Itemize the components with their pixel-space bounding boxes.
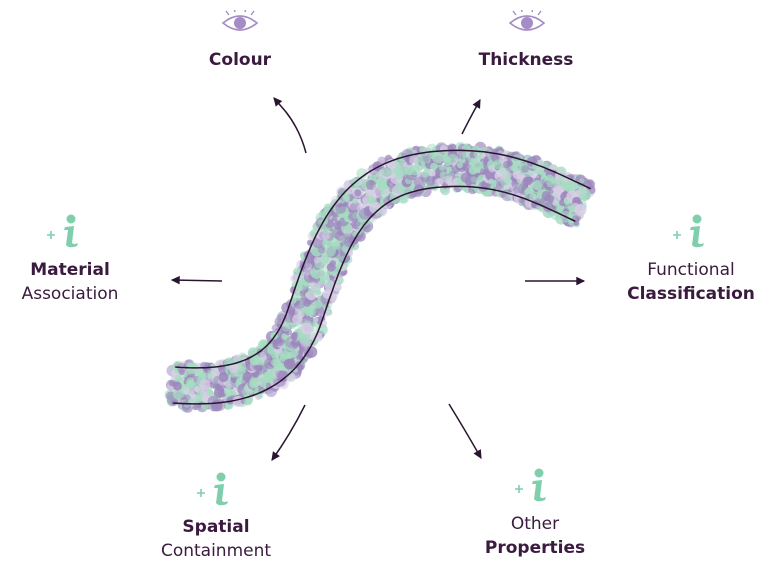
arrowhead [272, 452, 279, 460]
node-material-line2: Association [10, 282, 130, 306]
band-texture-dot [324, 203, 333, 212]
band-texture-dot [326, 280, 333, 287]
node-spatial-line1: Spatial [146, 515, 286, 539]
arrow-spatial [272, 405, 305, 460]
arrow-colour [274, 98, 306, 153]
band-texture-dot [532, 180, 542, 190]
band-texture-dot [338, 188, 346, 196]
band-texture-dot [352, 198, 358, 204]
band-texture-dot [274, 363, 282, 371]
node-other-properties-label: Other Properties [470, 512, 600, 560]
band-texture-dot [548, 189, 553, 194]
band-texture-dot [313, 317, 318, 322]
band-texture-dot [432, 152, 444, 164]
arrow-thickness [462, 100, 480, 134]
band-texture-dot [330, 260, 336, 266]
band-texture-dot [439, 164, 446, 171]
band-texture-dot [430, 170, 436, 176]
band-texture-dot [521, 165, 529, 173]
band-texture-dot [524, 177, 533, 186]
band-texture-dot [178, 378, 183, 383]
band-texture-dot [550, 177, 557, 184]
band-texture-dot [581, 194, 587, 200]
node-material-association-label: Material Association [10, 258, 130, 306]
node-functional-line1: Functional [616, 258, 766, 282]
band-texture-dot [377, 177, 388, 188]
band-texture-dot [575, 204, 587, 216]
node-functional-classification-label: Functional Classification [616, 258, 766, 306]
arrow-functional [525, 278, 584, 285]
plus-info-icon [44, 213, 84, 249]
band-texture-dot [422, 171, 429, 178]
band-texture-dot [342, 194, 350, 202]
arrows [172, 98, 584, 460]
band-texture-dot [410, 165, 420, 175]
band-texture-dot [186, 380, 194, 388]
arrowhead [172, 277, 179, 284]
band-texture-dot [369, 180, 374, 185]
plus-info-icon [194, 471, 234, 507]
arrowhead [474, 100, 481, 108]
band-texture-dot [298, 311, 305, 318]
node-colour-line1: Colour [190, 48, 290, 72]
band-texture-dot [301, 323, 313, 335]
node-colour-label: Colour [190, 48, 290, 72]
band-texture-dot [194, 386, 200, 392]
node-functional-line2: Classification [616, 282, 766, 306]
eye-icon [220, 10, 260, 36]
band-texture-dot [354, 189, 361, 196]
band-texture-dot [224, 387, 232, 395]
band-texture-dot [173, 382, 182, 391]
node-other-line2: Properties [470, 536, 600, 560]
plus-info-icon [670, 213, 710, 249]
band-texture-dot [332, 241, 340, 249]
band-texture-dot [291, 350, 298, 357]
plus-info-icon [512, 467, 552, 503]
textured-band [165, 142, 596, 413]
arrowhead [577, 278, 584, 285]
node-spatial-containment-label: Spatial Containment [146, 515, 286, 563]
band-texture-dot [579, 178, 584, 183]
band-texture-dot [529, 193, 537, 201]
band-texture-dot [367, 196, 375, 204]
node-thickness-line1: Thickness [466, 48, 586, 72]
band-texture-dot [189, 398, 194, 403]
band-texture-dot [440, 145, 448, 153]
band-texture-dot [206, 389, 213, 396]
arrowhead [474, 450, 481, 458]
band-texture-dot [286, 372, 296, 382]
node-thickness-label: Thickness [466, 48, 586, 72]
band-texture-dot [214, 399, 226, 411]
arrow-other [449, 404, 481, 458]
eye-icon [507, 10, 547, 36]
node-material-line1: Material [10, 258, 130, 282]
band-texture-dot [471, 176, 477, 182]
band-texture-dot [394, 166, 403, 175]
node-spatial-line2: Containment [146, 539, 286, 563]
band-texture-dot [335, 203, 346, 214]
band-texture-dot [314, 257, 321, 264]
arrow-material [172, 277, 222, 284]
band-texture-dot [284, 358, 295, 369]
band-texture-dot [586, 181, 592, 187]
node-other-line1: Other [470, 512, 600, 536]
